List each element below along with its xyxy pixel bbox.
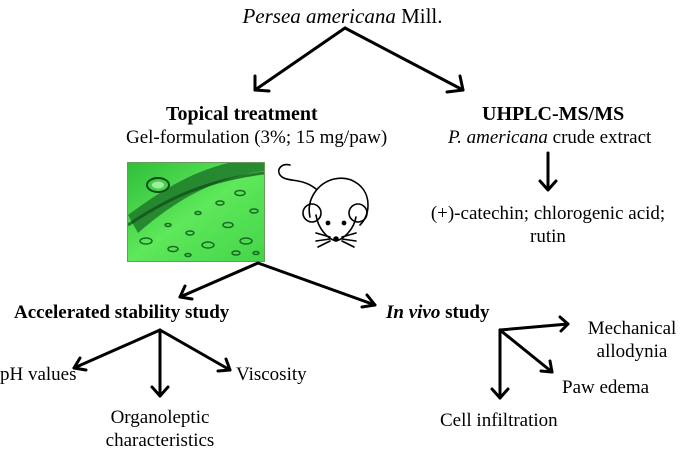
viscosity-label: Viscosity: [236, 364, 307, 385]
arrowhead-stability: [178, 284, 194, 301]
crude-extract-species: P. americana: [448, 127, 548, 148]
arrowhead-compounds: [538, 179, 558, 192]
arrowhead-infiltration: [490, 387, 510, 400]
in-vivo-study-heading: In vivo study: [386, 302, 489, 324]
mechanical-allodynia-line-2: allodynia: [596, 341, 668, 362]
arrow-title-to-topical: [253, 26, 347, 92]
arrowhead-edema: [539, 359, 554, 374]
arrow-to-edema: [498, 328, 554, 374]
arrowhead-uhplc: [445, 74, 465, 94]
organoleptic-label-line-2: characteristics: [105, 430, 215, 451]
arrowhead-viscosity: [216, 357, 232, 373]
title: Persea americana Mill.: [0, 4, 685, 28]
arrow-to-in-vivo: [256, 261, 377, 307]
in-vivo-plain: study: [440, 302, 490, 323]
crude-extract-label: P. americana crude extract: [448, 127, 651, 149]
arrowhead-topical: [253, 74, 271, 93]
title-species: Persea americana: [242, 4, 396, 28]
mechanical-allodynia-line-1: Mechanical: [587, 318, 677, 339]
mouse-icon: [277, 163, 369, 248]
gel-formulation-label: Gel-formulation (3%; 15 mg/paw): [126, 127, 388, 148]
arrow-title-to-uhplc: [343, 26, 465, 92]
arrow-to-viscosity: [158, 328, 232, 372]
arrowhead-organoleptic: [150, 385, 170, 398]
compounds-line-2: rutin: [530, 226, 566, 247]
cell-infiltration-label: Cell infiltration: [440, 410, 558, 431]
arrowhead-ph: [72, 356, 88, 372]
crude-extract-text: crude extract: [547, 127, 652, 148]
arrowhead-in-vivo: [360, 293, 377, 309]
arrowhead-allodynia: [558, 315, 570, 333]
compounds-line-1: (+)-catechin; chlorogenic acid;: [430, 203, 666, 224]
arrow-to-ph: [72, 328, 162, 370]
gel-micrograph-image: [127, 162, 265, 262]
uhplc-heading: UHPLC-MS/MS: [482, 103, 625, 125]
topical-treatment-heading: Topical treatment: [166, 103, 318, 125]
in-vivo-italic: In vivo: [386, 302, 441, 323]
organoleptic-label-line-1: Organoleptic: [110, 407, 210, 428]
title-authority: Mill.: [395, 4, 443, 28]
gel-micrograph-graphic: [128, 163, 264, 261]
arrow-to-allodynia: [498, 322, 570, 332]
stability-study-heading: Accelerated stability study: [14, 302, 230, 323]
paw-edema-label: Paw edema: [562, 377, 650, 398]
arrow-to-stability: [178, 261, 260, 299]
ph-values-label: pH values: [0, 364, 77, 385]
